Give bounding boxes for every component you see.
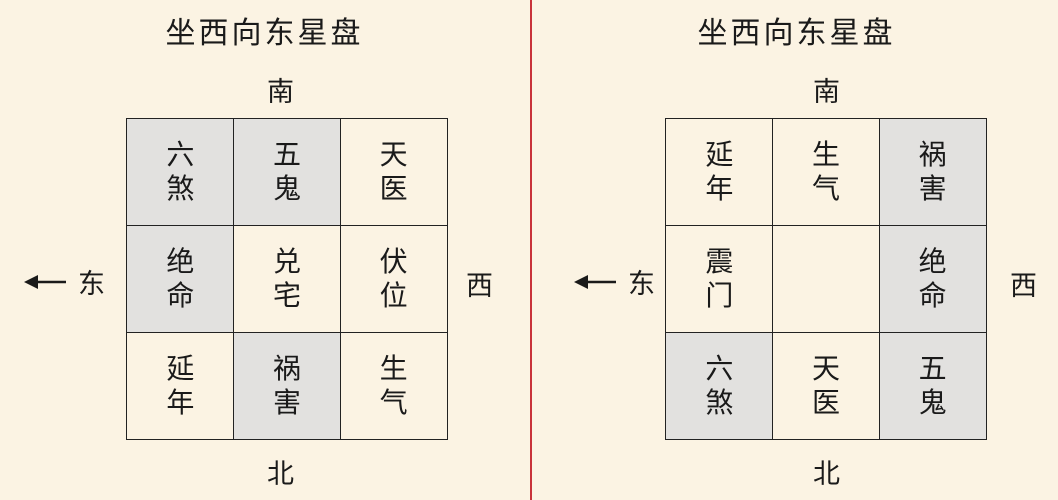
- cell-char-top: 六: [705, 351, 734, 385]
- cell-char-top: 绝: [918, 244, 947, 278]
- cell-char-bottom: 宅: [272, 278, 301, 312]
- grid-cell: 天医: [339, 118, 448, 227]
- cell-char-top: 震: [705, 244, 734, 278]
- grid-cell: 生气: [771, 118, 881, 227]
- cell-char-bottom: 医: [379, 172, 408, 206]
- grid-cell: 生气: [339, 331, 448, 440]
- grid-cell: 天医: [771, 331, 881, 440]
- grid-cell: 绝命: [126, 224, 235, 334]
- cell-char-bottom: 气: [811, 172, 840, 206]
- cell-char-bottom: 命: [918, 278, 947, 312]
- direction-north-label: 北: [813, 459, 840, 490]
- grid-cell: 震门: [665, 224, 774, 334]
- direction-east-label: 东: [78, 269, 105, 300]
- cell-char-top: 生: [811, 138, 840, 172]
- grid-cell: 绝命: [878, 224, 987, 334]
- grid-cell: 六煞: [665, 331, 774, 440]
- cell-char-bottom: 害: [272, 385, 301, 419]
- direction-south-label: 南: [267, 77, 294, 108]
- star-grid: 六煞 五鬼 天医 绝命 兑宅 伏位 延年 祸害 生气: [126, 118, 448, 440]
- cell-char-top: 伏: [379, 244, 408, 278]
- cell-char-bottom: 位: [379, 278, 408, 312]
- direction-north-label: 北: [267, 459, 294, 490]
- grid-cell: [771, 224, 881, 334]
- right-panel: 坐西向东星盘 南 东 西 北 延年 生气 祸害 震门 绝命 六煞 天医 五鬼: [532, 0, 1058, 500]
- grid-cell: 祸害: [878, 118, 987, 227]
- cell-char-bottom: 年: [705, 172, 734, 206]
- grid-cell: 兑宅: [232, 224, 342, 334]
- grid-cell: 延年: [665, 118, 774, 227]
- cell-char-bottom: 年: [166, 385, 195, 419]
- cell-char-bottom: 煞: [166, 172, 195, 206]
- cell-char-bottom: 命: [166, 278, 195, 312]
- cell-char-bottom: 煞: [705, 385, 734, 419]
- east-direction: 东: [24, 262, 105, 301]
- cell-char-top: 祸: [272, 351, 301, 385]
- grid-cell: 伏位: [339, 224, 448, 334]
- cell-char-bottom: 鬼: [272, 172, 301, 206]
- grid-cell: 六煞: [126, 118, 235, 227]
- cell-char-bottom: 鬼: [918, 385, 947, 419]
- cell-char-bottom: 门: [705, 278, 734, 312]
- chart-title: 坐西向东星盘: [165, 16, 364, 51]
- cell-char-top: 兑: [272, 244, 301, 278]
- direction-west-label: 西: [466, 271, 493, 302]
- cell-char-top: 祸: [918, 138, 947, 172]
- direction-west-label: 西: [1010, 271, 1037, 302]
- grid-cell: 五鬼: [232, 118, 342, 227]
- direction-south-label: 南: [813, 77, 840, 108]
- cell-char-top: 生: [379, 351, 408, 385]
- cell-char-top: 天: [379, 138, 408, 172]
- cell-char-bottom: 害: [918, 172, 947, 206]
- cell-char-bottom: 气: [379, 385, 408, 419]
- arrow-left-icon: [574, 274, 616, 289]
- grid-cell: 五鬼: [878, 331, 987, 440]
- star-grid: 延年 生气 祸害 震门 绝命 六煞 天医 五鬼: [665, 118, 987, 440]
- cell-char-bottom: 医: [811, 385, 840, 419]
- cell-char-top: 延: [705, 138, 734, 172]
- direction-east-label: 东: [628, 269, 655, 300]
- cell-char-top: 五: [272, 138, 301, 172]
- cell-char-top: 五: [918, 351, 947, 385]
- left-panel: 坐西向东星盘 南 东 西 北 六煞 五鬼 天医 绝命 兑宅 伏位 延年 祸害 生…: [24, 16, 493, 490]
- east-direction: 东: [574, 262, 655, 301]
- chart-title: 坐西向东星盘: [697, 16, 896, 51]
- panel-divider: [530, 0, 532, 500]
- cell-char-top: 绝: [166, 244, 195, 278]
- arrow-left-icon: [24, 274, 66, 289]
- cell-char-top: 延: [166, 351, 195, 385]
- cell-char-top: 六: [166, 138, 195, 172]
- grid-cell: 祸害: [232, 331, 342, 440]
- grid-cell: 延年: [126, 331, 235, 440]
- cell-char-top: 天: [811, 351, 840, 385]
